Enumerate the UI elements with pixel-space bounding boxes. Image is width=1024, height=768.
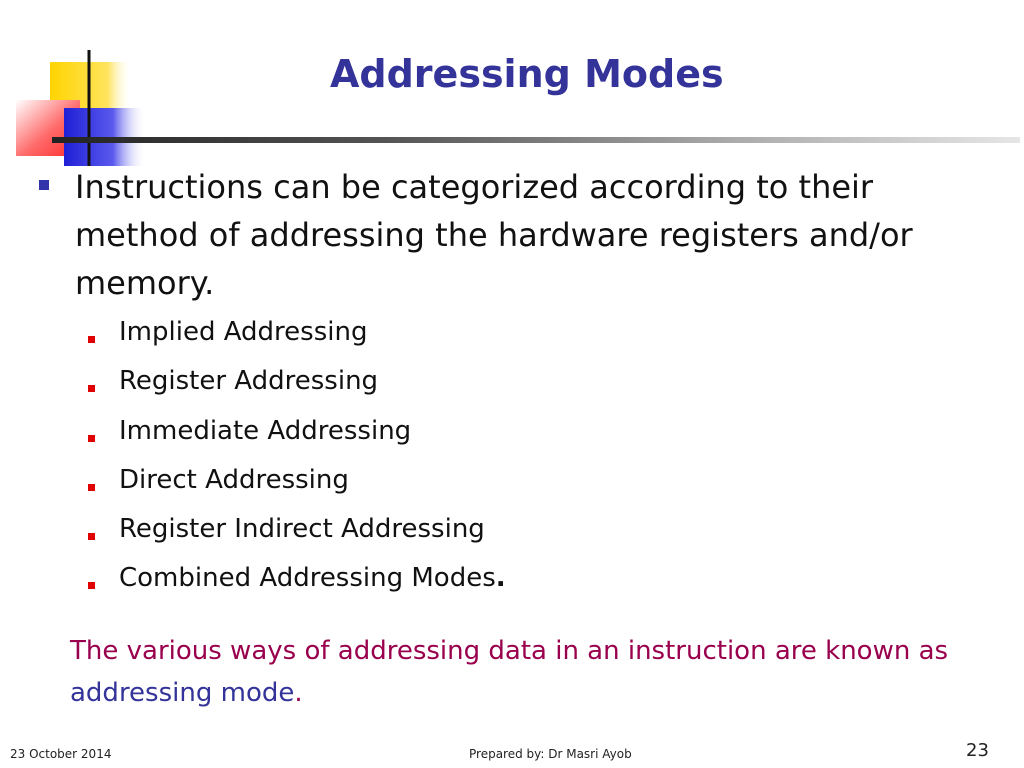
main-bullet [39, 180, 49, 190]
mode-label: Implied Addressing [119, 317, 368, 347]
main-point: Instructions can be categorized accordin… [75, 168, 913, 302]
note-end: . [294, 678, 303, 708]
mode-label: Register Addressing [119, 366, 379, 397]
sub-bullet [88, 483, 95, 491]
definition-note: The various ways of addressing data in a… [70, 630, 970, 714]
slide-title: Addressing Modes [330, 52, 724, 96]
sub-bullet [88, 533, 95, 541]
sub-bullet [88, 582, 95, 590]
page-number: 23 [966, 740, 989, 761]
footer-author: Prepared by: Dr Masri Ayob [469, 747, 632, 761]
footer-date: 23 October 2014 [10, 747, 112, 761]
sub-bullet [88, 434, 95, 442]
mode-label: Combined Addressing Modes [119, 563, 496, 594]
color-squares-logo [16, 50, 146, 166]
mode-label: Direct Addressing [119, 464, 349, 495]
mode-suffix: . [495, 563, 506, 594]
note-text: The various ways of addressing data in a… [70, 636, 949, 666]
sub-bullet [88, 336, 95, 343]
note-highlight: addressing mode [70, 678, 295, 708]
mode-label: Register Indirect Addressing [119, 514, 485, 545]
title-divider [52, 137, 1020, 143]
sub-bullet [88, 385, 95, 393]
mode-label: Immediate Addressing [119, 415, 412, 446]
